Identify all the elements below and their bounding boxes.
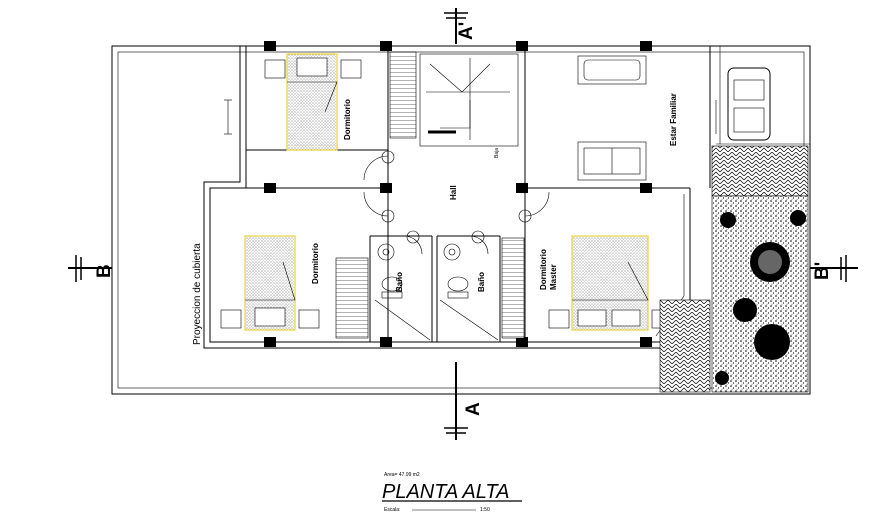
room-label-dormitorio-master-1: Dormitorio [539, 249, 548, 290]
plan-title: PLANTA ALTA [382, 481, 509, 503]
stair-label-baja: Baja [494, 148, 500, 158]
paving-hatch [711, 145, 809, 197]
stairs [335, 51, 525, 341]
room-label-dormitorio-2: Dormitorio [311, 243, 320, 284]
section-marker-a-bottom: A [444, 362, 484, 440]
scale-label: Escala: [384, 507, 400, 513]
paving-hatch-lower [659, 299, 711, 393]
garage-car [727, 67, 771, 141]
room-label-hall: Hall [449, 185, 458, 200]
garden-plants [715, 210, 806, 385]
area-note: Area= 47.99 m2 [384, 472, 420, 478]
section-label-a-bottom: A [463, 402, 484, 416]
beds [244, 53, 649, 331]
room-label-bano-2: Baño [477, 272, 486, 292]
section-label-a-top: A' [456, 22, 477, 40]
bathroom-fixtures [377, 243, 469, 299]
section-label-b-right: B' [812, 262, 833, 280]
sofa [577, 141, 647, 181]
section-marker-a-top: A' [444, 8, 477, 44]
note-proyeccion-cubierta: Proyeccion de cubierta [192, 243, 203, 345]
garden-gravel [711, 195, 809, 393]
structural-columns [264, 41, 652, 347]
doors [363, 150, 550, 255]
bathtub [577, 55, 647, 85]
section-marker-b-right: B' [810, 255, 858, 282]
dimension-marks [224, 99, 717, 135]
room-label-dormitorio-1: Dormitorio [343, 99, 352, 140]
building-walls [203, 45, 810, 349]
room-label-bano-1: Baño [395, 272, 404, 292]
room-label-dormitorio-master-2: Master [549, 264, 558, 290]
section-marker-b-left: B [68, 255, 115, 282]
room-label-estar-familiar: Estar Familiar [669, 93, 678, 146]
section-label-b-left: B [94, 264, 115, 278]
scale-value: 1:50 [480, 507, 490, 513]
